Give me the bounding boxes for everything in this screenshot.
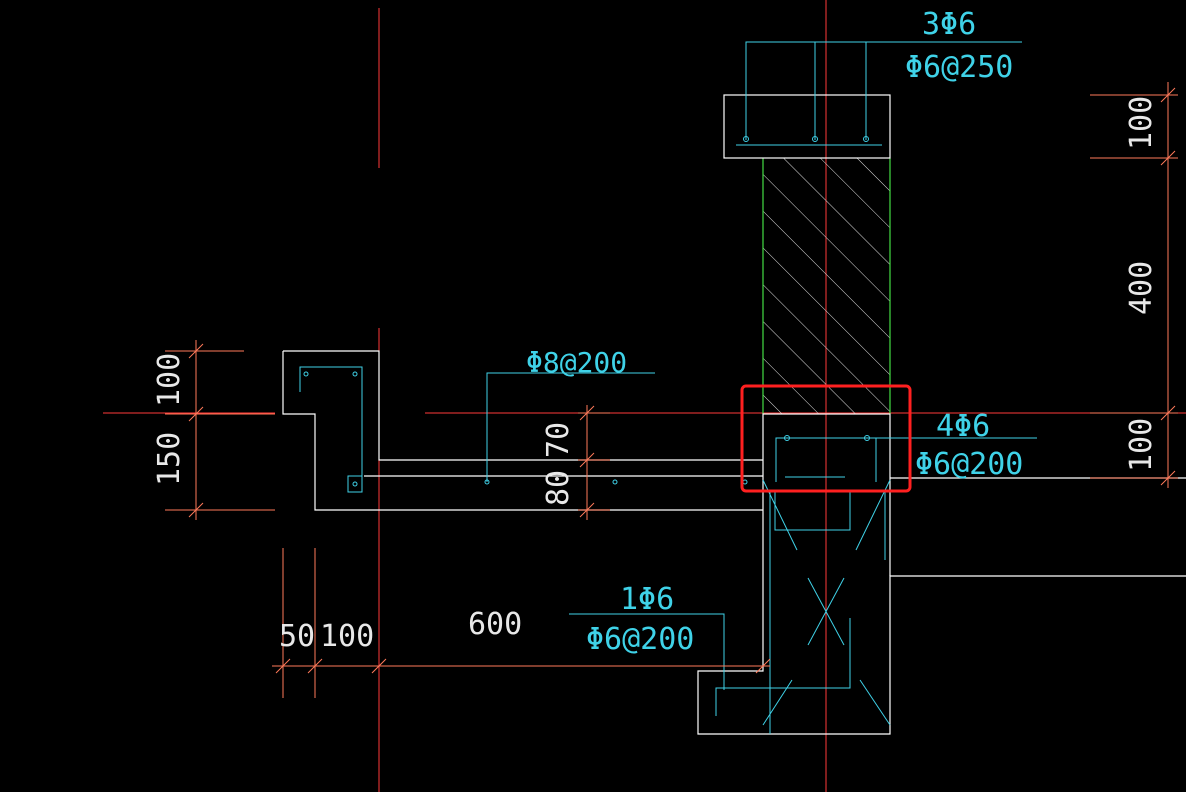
parapet-rebar bbox=[299, 366, 363, 476]
wall-stirrup bbox=[774, 490, 851, 531]
slab-bar-dot bbox=[742, 479, 748, 485]
parapet-bar-dot bbox=[303, 371, 309, 377]
footing-diag bbox=[859, 679, 891, 726]
label-beam-stirrup: Φ6@200 bbox=[915, 447, 1023, 482]
dimension-lines bbox=[165, 82, 1178, 698]
top-cap-outline bbox=[723, 94, 891, 159]
label-top-stirrup: Φ6@250 bbox=[905, 50, 1013, 85]
dim-tick bbox=[188, 502, 204, 518]
dim-tick bbox=[755, 658, 771, 674]
dim-left-top-label: 100 bbox=[152, 353, 187, 407]
dim-tick bbox=[188, 406, 204, 422]
top-bar-dot bbox=[743, 136, 749, 142]
top-bar-dot bbox=[812, 136, 818, 142]
label-beam-longitudinal: 4Φ6 bbox=[936, 409, 990, 444]
dim-slab-lower-label: 80 bbox=[541, 470, 576, 506]
dim-tick bbox=[371, 658, 387, 674]
label-footing-longitudinal: 1Φ6 bbox=[620, 582, 674, 617]
dim-tick bbox=[307, 658, 323, 674]
dim-bottom-100-label: 100 bbox=[320, 619, 374, 654]
dim-tick bbox=[1160, 405, 1176, 421]
column-section bbox=[762, 158, 891, 414]
dim-right-bottom-label: 100 bbox=[1124, 418, 1159, 472]
highlight-box[interactable] bbox=[740, 384, 912, 493]
dim-tick bbox=[275, 658, 291, 674]
dim-slab-upper-label: 70 bbox=[541, 422, 576, 458]
dim-tick bbox=[188, 343, 204, 359]
label-slab-distribution: Φ8@200 bbox=[526, 346, 627, 379]
axis-lines bbox=[103, 0, 1186, 792]
slab-outline-left bbox=[282, 351, 763, 511]
dim-left-bottom-label: 150 bbox=[152, 432, 187, 486]
label-top-longitudinal: 3Φ6 bbox=[922, 7, 976, 42]
slab-end-dot bbox=[352, 481, 358, 487]
dim-tick bbox=[579, 452, 595, 468]
dim-right-middle-label: 400 bbox=[1124, 261, 1159, 315]
slab-leader bbox=[486, 372, 655, 482]
slab-end-box bbox=[347, 475, 363, 493]
slab-bar-dot bbox=[612, 479, 618, 485]
label-footing-stirrup: Φ6@200 bbox=[586, 622, 694, 657]
dimension-labels: 100 400 100 100 150 70 80 50 100 600 bbox=[152, 96, 1159, 654]
dim-bottom-50-label: 50 bbox=[279, 619, 315, 654]
column-hatch bbox=[763, 158, 890, 414]
wall-cross bbox=[807, 577, 845, 646]
dim-tick bbox=[579, 502, 595, 518]
footing-leader bbox=[569, 613, 725, 690]
footing-outline bbox=[697, 491, 1186, 735]
parapet-bar-dot bbox=[352, 371, 358, 377]
footing-diag bbox=[762, 679, 793, 726]
slab-outline bbox=[283, 350, 763, 461]
footing-stirrup bbox=[715, 618, 851, 716]
dim-bottom-600-label: 600 bbox=[468, 607, 522, 642]
dim-tick bbox=[579, 405, 595, 421]
rebar-labels: 3Φ6 Φ6@250 Φ8@200 4Φ6 Φ6@200 1Φ6 Φ6@200 bbox=[526, 7, 1023, 657]
concrete-outlines bbox=[282, 94, 1186, 735]
dim-right-top-label: 100 bbox=[1124, 96, 1159, 150]
top-leader bbox=[745, 41, 1022, 140]
rebar bbox=[299, 41, 1037, 734]
top-bar-dot bbox=[863, 136, 869, 142]
dim-tick bbox=[1160, 150, 1176, 166]
slab-bar-dot bbox=[484, 479, 490, 485]
dim-tick bbox=[1160, 470, 1176, 486]
dim-tick bbox=[1160, 87, 1176, 103]
